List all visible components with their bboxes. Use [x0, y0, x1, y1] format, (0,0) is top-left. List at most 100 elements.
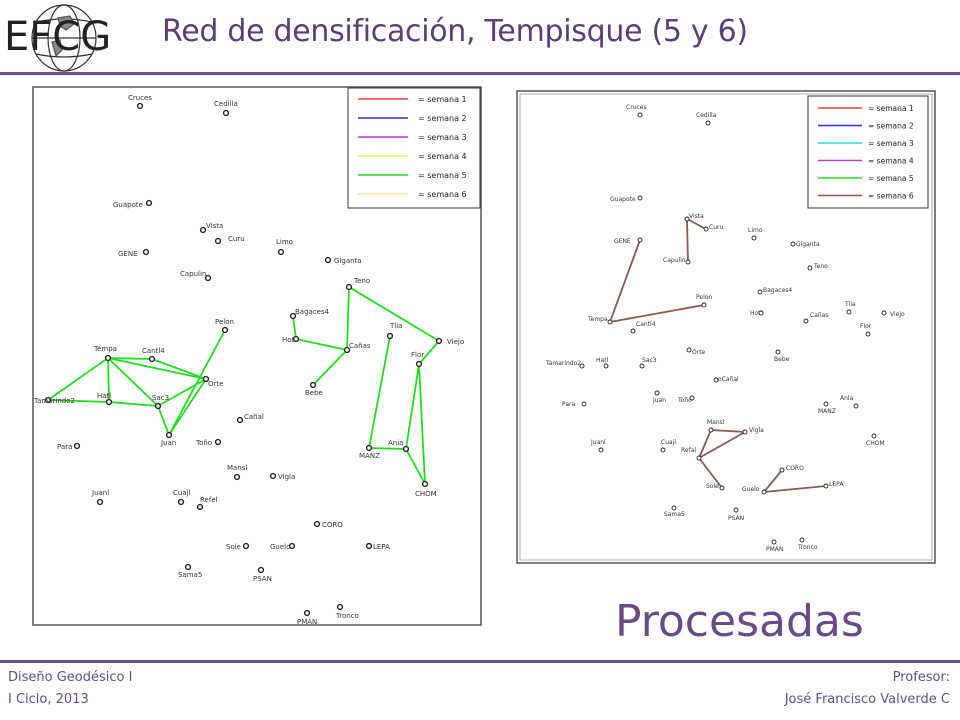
legend-label: = semana 3	[868, 139, 914, 148]
network-points: CrucesCedillaGuapoteVistaCuruGENELimoGlg…	[33, 94, 464, 626]
station-label: MANZ	[818, 408, 836, 415]
station-point	[269, 472, 277, 480]
station-point	[799, 537, 805, 543]
station-point	[289, 312, 297, 320]
station-point	[705, 120, 711, 126]
station-point	[871, 433, 877, 439]
station-point	[671, 505, 677, 511]
station-point	[598, 447, 604, 453]
station-point	[579, 363, 585, 369]
station-label: Cuajl	[661, 439, 676, 446]
station-point	[685, 259, 691, 265]
network-line	[686, 218, 707, 230]
network-line	[348, 286, 440, 342]
station-point	[199, 226, 207, 234]
station-point	[96, 498, 104, 506]
network-line	[763, 469, 783, 493]
station-point	[790, 241, 796, 247]
network-line	[295, 338, 348, 351]
station-label: Sama5	[664, 511, 685, 518]
legend-label: = semana 6	[868, 192, 914, 201]
station-point	[637, 195, 643, 201]
station-label: Flor	[860, 323, 872, 330]
network-lines	[47, 286, 440, 485]
station-label: Bebe	[305, 389, 323, 397]
right-network-map: CrucesCedillaGuapoteVistaCuruGENELimoGlg…	[516, 90, 936, 564]
station-point	[637, 112, 643, 118]
footer-cycle: I Ciclo, 2013	[8, 692, 89, 707]
station-point	[823, 483, 829, 489]
legend-label: = semana 4	[868, 157, 914, 166]
station-point	[757, 289, 763, 295]
network-line	[292, 315, 297, 340]
station-point	[703, 226, 709, 232]
station-point	[607, 319, 613, 325]
station-point	[345, 283, 353, 291]
station-label: Bagaces4	[295, 308, 330, 316]
network-line	[418, 340, 440, 365]
station-point	[435, 337, 443, 345]
station-label: Para	[57, 443, 72, 451]
station-point	[202, 375, 210, 383]
network-line	[405, 363, 420, 450]
station-label: Tronco	[335, 612, 359, 620]
station-point	[343, 346, 351, 354]
footer-divider	[0, 660, 960, 663]
station-label: Vigla	[278, 473, 295, 481]
station-label: Guapote	[113, 201, 143, 209]
station-point	[221, 326, 229, 334]
network-line	[698, 429, 712, 459]
station-label: Cedilla	[214, 100, 238, 108]
station-label: Ania	[388, 439, 403, 447]
station-point	[336, 603, 344, 611]
station-label: Viejo	[447, 338, 464, 346]
network-line	[107, 357, 110, 403]
station-point	[277, 248, 285, 256]
station-point	[154, 402, 162, 410]
station-point	[214, 438, 222, 446]
station-point	[853, 403, 859, 409]
station-point	[415, 360, 423, 368]
station-label: Hot	[750, 310, 761, 317]
station-point	[165, 431, 173, 439]
station-point	[581, 401, 587, 407]
station-label: Pelon	[215, 318, 234, 326]
station-label: Sole	[226, 543, 241, 551]
station-point	[104, 354, 112, 362]
station-point	[775, 349, 781, 355]
station-point	[771, 539, 777, 545]
network-line	[763, 485, 827, 493]
station-label: Juanl	[590, 439, 606, 446]
station-point	[233, 473, 241, 481]
station-point	[222, 109, 230, 117]
station-point	[761, 489, 767, 495]
station-point	[313, 520, 321, 528]
station-point	[630, 328, 636, 334]
station-point	[881, 310, 887, 316]
station-label: Para	[562, 401, 575, 408]
station-label: PMAN	[297, 618, 317, 626]
station-label: Tlia	[844, 301, 856, 308]
network-line	[107, 357, 207, 380]
station-label: Glganta	[796, 241, 820, 248]
legend-label: = semana 5	[418, 171, 467, 180]
legend: = semana 1= semana 2= semana 3= semana 4…	[347, 87, 481, 209]
station-label: Juan	[652, 397, 666, 404]
station-point	[660, 447, 666, 453]
station-point	[807, 265, 813, 271]
station-point	[73, 442, 81, 450]
footer-professor-name: José Francisco Valverde C	[784, 692, 950, 707]
station-point	[637, 237, 643, 243]
station-label: Sac3	[642, 357, 657, 364]
legend-label: = semana 1	[868, 104, 914, 113]
station-point	[865, 331, 871, 337]
station-point	[689, 395, 695, 401]
station-point	[751, 235, 757, 241]
station-label: Limo	[276, 238, 293, 246]
network-line	[346, 286, 350, 351]
station-point	[324, 256, 332, 264]
station-label: Curu	[228, 235, 245, 243]
network-points: CrucesCedillaGuapoteVistaCuruGENELimoGlg…	[545, 104, 905, 553]
station-point	[386, 332, 394, 340]
station-point	[105, 398, 113, 406]
